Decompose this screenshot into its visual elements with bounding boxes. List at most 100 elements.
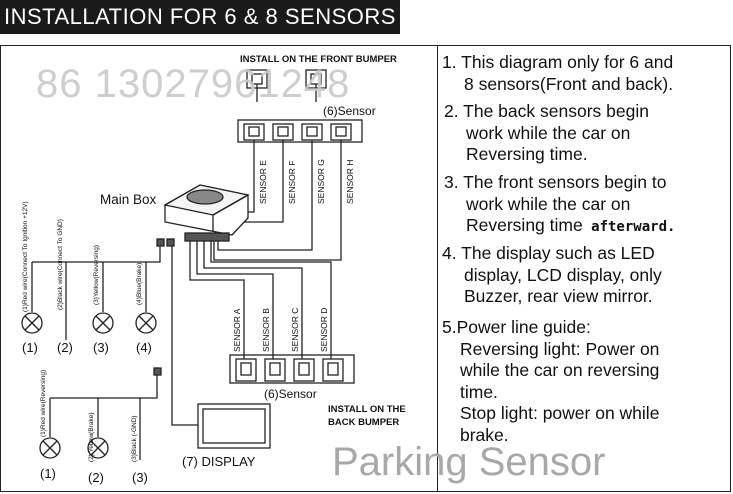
note-text: Reversing time. (466, 144, 588, 164)
front-sensor-group-label: (6)Sensor (323, 104, 376, 118)
back-sensor-b-body (264, 358, 286, 382)
main-box-label: Main Box (100, 192, 157, 207)
note-text: Power line guide: (456, 317, 591, 337)
note-text: work while the car on (466, 193, 631, 214)
note-line: Reversing light: Power on (442, 339, 659, 361)
wire-sensor-a (189, 241, 245, 340)
note-text: The front sensors begin to (458, 172, 667, 192)
main-box (156, 184, 250, 247)
lamp-top-4 (135, 312, 157, 334)
note-text: Reversing time (466, 215, 583, 235)
power-bottom-wire-1-label: (1)Red wire(Reversing) (40, 370, 47, 437)
front-sensor-f-label: SENSOR F (287, 161, 297, 204)
display-unit (197, 403, 271, 449)
note-text: The display such as LED (456, 243, 655, 263)
power-top-wire-1-label: (1)Red wire(Connect To Ignition +12V) (22, 201, 29, 312)
note-line: 1. This diagram only for 6 and (442, 52, 673, 74)
note-text: 8 sensors(Front and back). (464, 73, 674, 94)
back-bumper-label-line2: BACK BUMPER (328, 417, 399, 428)
back-sensor-group-label: (6)Sensor (264, 387, 317, 401)
wire-sensor-d (210, 241, 332, 340)
display-label: (7) DISPLAY (182, 454, 256, 469)
front-bumper-label: INSTALL ON THE FRONT BUMPER (240, 54, 397, 65)
power-top-wire-4-label: (4)Blue(Brake) (136, 263, 143, 305)
note-bold-word: afterward. (582, 219, 676, 235)
column-divider (437, 45, 438, 492)
note-5: 5.Power line guide:Reversing light: Powe… (442, 317, 659, 446)
wiring-diagram: INSTALL ON THE FRONT BUMPER (6)Sensor Ma… (21, 54, 406, 485)
power-top-wire-2-label: (2)Black wire(Connect To GND) (57, 219, 64, 310)
note-text: work while the car on (466, 122, 631, 143)
diagram-frame (0, 45, 731, 492)
note-line: Reversing time. (444, 144, 649, 166)
front-bumper-sensor-right (305, 69, 327, 102)
lamp-bottom-1 (39, 437, 61, 459)
parking-sensor-watermark: Parking Sensor (332, 440, 606, 484)
note-number: 2. (444, 101, 459, 121)
front-bumper-sensor-left (246, 69, 268, 102)
note-line: brake. (442, 425, 659, 447)
note-number: 1. (442, 52, 457, 72)
back-bumper-label-line1: INSTALL ON THE (328, 404, 406, 415)
power-top-wire-3-label: (3)Yellow(Reversing) (93, 245, 100, 305)
power-bottom-number-1: (1) (40, 466, 56, 481)
note-line: work while the car on (444, 194, 675, 216)
display-wire (171, 246, 198, 426)
note-text: while the car on reversing (460, 360, 660, 380)
front-sensor-g-label: SENSOR G (316, 159, 326, 204)
note-line: while the car on reversing (442, 360, 659, 382)
back-sensor-c-label: SENSOR C (290, 308, 300, 352)
front-sensor-row (237, 119, 363, 143)
note-line: Reversing time afterward. (444, 215, 675, 239)
note-line: work while the car on (444, 123, 649, 145)
page-title: INSTALLATION FOR 6 & 8 SENSORS (4, 4, 396, 29)
power-top-number-2: (2) (57, 340, 73, 355)
note-line: 5.Power line guide: (442, 317, 659, 339)
note-text: display, LCD display, only (464, 264, 662, 285)
front-sensor-e-label: SENSOR E (258, 160, 268, 204)
front-sensor-e-body (243, 123, 265, 141)
power-bottom-wire-3-label: (3)Black (-GND) (131, 415, 138, 462)
power-top-number-4: (4) (136, 340, 152, 355)
note-text: The back sensors begin (458, 101, 649, 121)
note-text: Reversing light: Power on (460, 338, 660, 359)
back-sensor-row (229, 354, 355, 384)
note-line: Buzzer, rear view mirror. (442, 286, 662, 308)
note-line: 4. The display such as LED (442, 243, 662, 265)
power-top-number-1: (1) (22, 340, 38, 355)
note-text: Buzzer, rear view mirror. (464, 286, 653, 306)
note-number: 5. (442, 317, 457, 337)
wire-sensor-g (217, 140, 313, 251)
lamp-bottom-2 (87, 437, 109, 459)
note-line: display, LCD display, only (442, 265, 662, 287)
wire-sensor-c (203, 241, 303, 340)
note-line: time. (442, 382, 659, 404)
phone-watermark: 86 13027961248 (36, 62, 351, 106)
back-sensor-d-body (322, 358, 344, 382)
wire-sensor-f (240, 140, 284, 223)
wire-sensor-b (196, 241, 274, 340)
note-line: 2. The back sensors begin (444, 101, 649, 123)
power-harness-top (32, 246, 161, 263)
front-sensor-h-body (330, 123, 352, 141)
note-line: Stop light: power on while (442, 403, 659, 425)
note-text: time. (460, 381, 498, 402)
front-sensor-g-body (301, 123, 323, 141)
bottom-connector (153, 367, 162, 376)
note-number: 3. (444, 172, 459, 192)
wire-sensor-h (213, 140, 342, 261)
lamp-top-1 (21, 312, 43, 334)
note-text: Stop light: power on while (460, 403, 660, 423)
note-line: 3. The front sensors begin to (444, 172, 675, 194)
front-sensor-f-body (272, 123, 294, 141)
lamp-top-3 (92, 312, 114, 334)
note-number: 4. (442, 243, 457, 263)
front-sensor-h-label: SENSOR H (345, 160, 355, 204)
back-sensor-b-label: SENSOR B (261, 308, 271, 352)
title-bar: INSTALLATION FOR 6 & 8 SENSORS (0, 0, 400, 34)
power-bottom-wire-2-label: (2) Yellow(Brake) (88, 413, 95, 463)
power-bottom-number-3: (3) (132, 470, 148, 485)
